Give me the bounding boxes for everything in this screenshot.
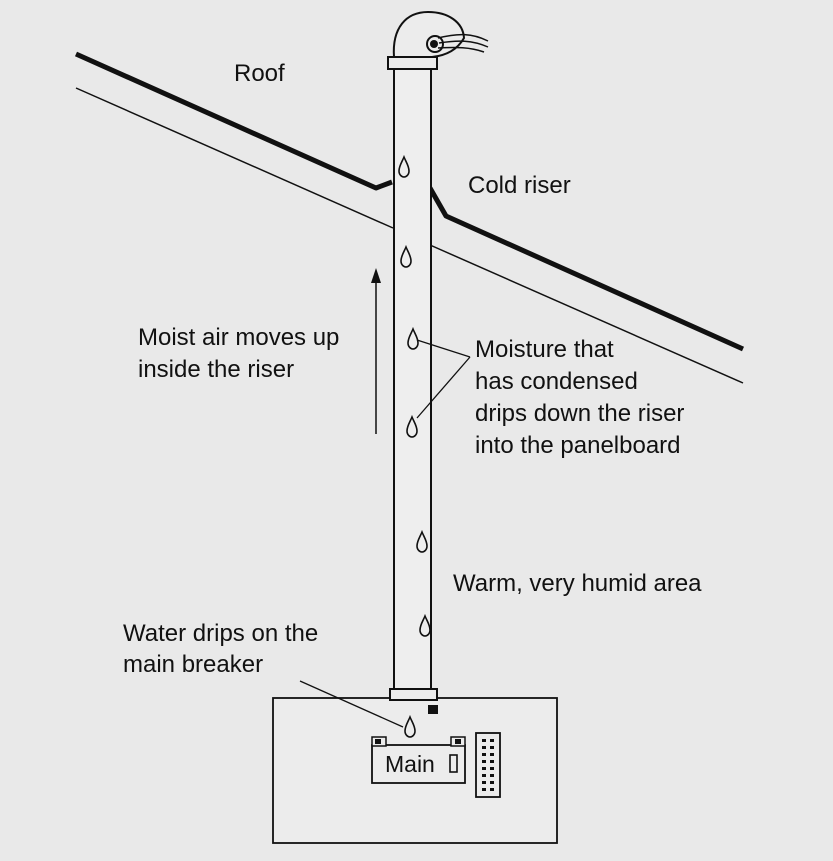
breaker-lug [455,739,461,744]
branch-breaker-slot [490,753,494,756]
breaker-lug [375,739,381,744]
connector [428,705,438,714]
leader-line [416,339,471,358]
service-conductors [437,33,489,53]
leader-line [416,356,471,419]
moisture-label-line-3: drips down the riser [475,400,685,427]
riser-bottom-fitting [389,688,438,701]
weatherhead [392,10,466,58]
riser-top-fitting [387,56,438,70]
branch-breaker-slot [490,760,494,763]
moist-air-label-line-1: Moist air moves up [138,324,340,351]
branch-breaker-slot [482,753,486,756]
branch-breaker-slot [490,774,494,777]
branch-breaker-slot [490,788,494,791]
branch-breaker-slot [482,760,486,763]
warm-area-label: Warm, very humid area [453,570,702,597]
leader-line [299,680,404,728]
main-breaker-label: Main [385,751,435,777]
branch-breaker-slots [482,739,494,791]
roof-underside [75,87,394,229]
weatherhead-conductor [430,40,438,48]
water-drips-label-line-1: Water drips on the [123,620,319,647]
branch-breaker-slot [482,774,486,777]
branch-breaker-slot [490,781,494,784]
breaker-handle [449,754,458,773]
roof-underside [429,244,744,384]
branch-breaker-slot [482,746,486,749]
branch-breakers [475,732,501,798]
moisture-label-line-2: has condensed [475,368,638,395]
roof-surface [74,51,393,191]
branch-breaker-slot [490,739,494,742]
roof-label: Roof [234,60,285,87]
branch-breaker-slot [490,746,494,749]
branch-breaker-slot [490,767,494,770]
branch-breaker-slot [482,767,486,770]
branch-breaker-slot [482,788,486,791]
branch-breaker-slot [482,739,486,742]
moist-air-label-line-2: inside the riser [138,356,295,383]
cold-riser-label: Cold riser [468,172,571,199]
roof-surface [427,186,745,352]
airflow-arrowhead [371,268,381,283]
water-drips-label-line-2: main breaker [123,651,264,678]
moisture-label-line-4: into the panelboard [475,432,681,459]
cold-riser-pipe [393,65,432,693]
branch-breaker-slot [482,781,486,784]
moisture-label-line-1: Moisture that [475,336,614,363]
